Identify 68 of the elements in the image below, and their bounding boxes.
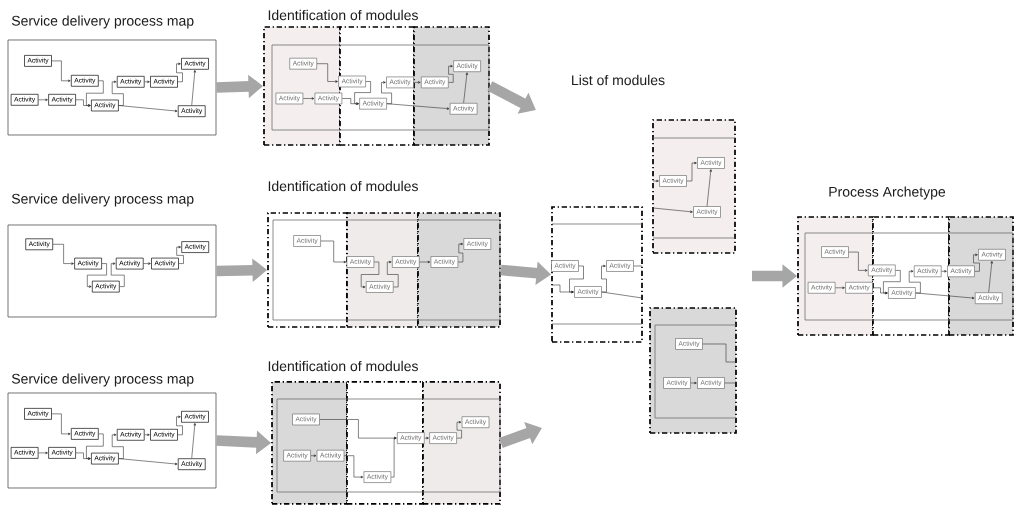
connector-line	[601, 291, 643, 299]
heading: Service delivery process map	[11, 15, 194, 29]
arrow	[310, 454, 317, 457]
arrow	[915, 292, 975, 300]
connector-line	[702, 343, 738, 363]
heading: Identification of modules	[268, 360, 418, 372]
connector-line	[724, 382, 738, 384]
arrow	[118, 458, 178, 466]
arrow	[706, 169, 712, 207]
arrow	[652, 179, 659, 183]
arrow	[883, 270, 901, 295]
arrow	[118, 105, 178, 113]
arrow	[51, 60, 71, 82]
arrow	[38, 451, 48, 455]
arrow	[302, 97, 315, 100]
heading: Identification of modules	[268, 180, 418, 192]
arrow	[835, 286, 845, 289]
module-box	[267, 212, 348, 328]
arrow	[52, 244, 74, 265]
arrow	[191, 423, 196, 459]
arrow	[413, 81, 421, 84]
arrow	[176, 62, 183, 83]
arrow	[111, 433, 124, 459]
arrow	[144, 433, 150, 436]
arrow	[988, 261, 993, 293]
arrow	[456, 421, 462, 439]
heading: List of modules	[572, 74, 665, 86]
arrow	[110, 262, 125, 287]
arrow	[652, 207, 693, 213]
arrow	[908, 270, 921, 294]
arrow	[344, 455, 364, 479]
arrow	[386, 103, 450, 110]
arrow	[176, 415, 183, 436]
arrow	[686, 161, 697, 182]
connector-line	[633, 265, 643, 267]
arrow	[320, 240, 347, 264]
arrow	[569, 265, 584, 294]
arrow	[424, 436, 429, 440]
arrow	[387, 260, 399, 288]
arrow	[354, 81, 371, 105]
arrow	[419, 260, 431, 264]
arrow	[601, 264, 607, 293]
arrow	[144, 80, 150, 83]
arrow	[111, 80, 124, 106]
arrow	[143, 262, 151, 265]
arrow	[457, 242, 464, 263]
arrow	[848, 251, 868, 272]
arrow	[973, 253, 980, 272]
arrow	[51, 413, 71, 436]
arrow	[941, 270, 947, 273]
heading: Process Archetype	[829, 186, 946, 200]
heading: Service delivery process map	[11, 193, 194, 207]
arrow	[87, 263, 107, 288]
arrow	[86, 433, 104, 460]
arrow	[316, 63, 338, 83]
heading: Identification of modules	[268, 9, 418, 21]
arrow	[448, 65, 454, 83]
arrow	[390, 436, 397, 478]
heading: Service delivery process map	[11, 373, 194, 387]
block-arrow	[499, 421, 542, 448]
arrow	[381, 81, 392, 104]
arrow	[191, 70, 196, 106]
arrow	[690, 381, 697, 385]
arrow	[86, 80, 104, 107]
arrow	[38, 98, 48, 101]
arrow	[463, 72, 468, 104]
arrow	[360, 261, 380, 289]
arrow	[176, 245, 184, 264]
